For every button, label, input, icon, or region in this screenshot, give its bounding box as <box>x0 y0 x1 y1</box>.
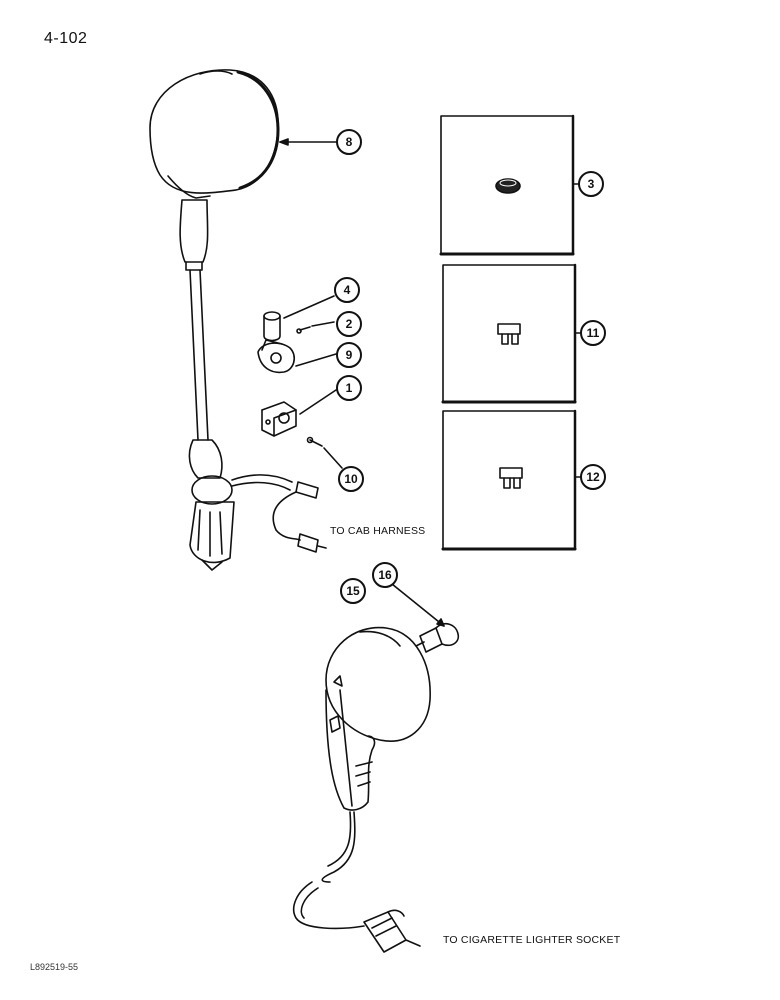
callout-8: 8 <box>336 129 362 155</box>
work-lamp-head <box>149 69 280 199</box>
leader-4 <box>283 295 335 319</box>
figure-code: L892519-55 <box>30 962 79 972</box>
callout-1: 1 <box>336 375 362 401</box>
part-10-screw <box>306 436 323 447</box>
hand-lamp-cord <box>292 811 365 930</box>
callout-16: 16 <box>372 562 398 588</box>
callout-10: 10 <box>338 466 364 492</box>
part-1-bracket <box>261 401 297 437</box>
part-4-cap <box>263 311 281 342</box>
leader-2 <box>311 321 335 327</box>
part-9-plate <box>257 339 296 374</box>
work-lamp-stem <box>179 199 293 571</box>
callout-11: 11 <box>580 320 606 346</box>
callout-15: 15 <box>340 578 366 604</box>
label-to-cab-harness: TO CAB HARNESS <box>330 525 426 537</box>
leader-10 <box>323 447 343 469</box>
cigarette-plug <box>363 909 421 953</box>
leader-1 <box>299 389 337 415</box>
callout-3: 3 <box>578 171 604 197</box>
leader-9 <box>295 353 337 367</box>
callout-2: 2 <box>336 311 362 337</box>
cab-harness-connector <box>272 481 327 553</box>
callout-12: 12 <box>580 464 606 490</box>
leader-16 <box>391 583 445 627</box>
callout-9: 9 <box>336 342 362 368</box>
label-to-cigarette-lighter-socket: TO CIGARETTE LIGHTER SOCKET <box>443 934 621 946</box>
part-15-hand-lamp <box>325 626 431 811</box>
part-11-box <box>441 263 577 404</box>
part-3-box <box>439 114 575 256</box>
part-2-screw <box>296 326 311 334</box>
page-number: 4-102 <box>44 30 88 47</box>
part-16-bulb <box>415 622 460 653</box>
callout-4: 4 <box>334 277 360 303</box>
part-12-box <box>441 409 577 551</box>
